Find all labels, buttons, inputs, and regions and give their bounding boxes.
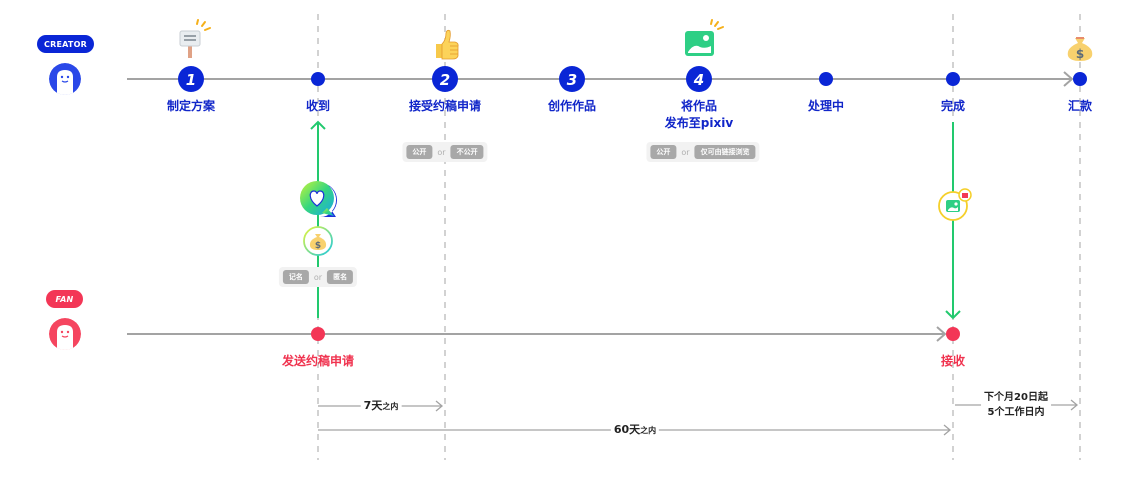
publish-visibility-options: 公开 or 仅可由链接浏览 — [646, 142, 760, 162]
sign-board-icon — [179, 19, 211, 58]
duration-7-days-main: 7天 — [363, 399, 383, 412]
step-label-create: 创作作品 — [547, 99, 597, 113]
svg-text:$: $ — [315, 241, 321, 251]
step-label-payout: 汇款 — [1067, 99, 1093, 113]
step-marker-payout — [1073, 72, 1087, 86]
heart-bubble-icon — [300, 181, 337, 217]
or-separator: or — [681, 147, 690, 157]
accept-visibility-options: 公开 or 不公开 — [402, 142, 488, 162]
option-anonymous: 匿名 — [327, 270, 354, 284]
duration-60-days-label: 60天之内 — [610, 422, 660, 438]
step-label-publish: 将作品 发布至pixiv — [665, 98, 733, 132]
step-number-1: 1 — [186, 71, 196, 89]
or-separator: or — [313, 272, 323, 282]
duration-payout-label: 下个月20日起 5个工作日内 — [981, 390, 1051, 420]
image-icon — [685, 19, 724, 56]
payment-ring-icon: $ — [303, 226, 333, 256]
duration-7-days-suffix: 之内 — [382, 402, 399, 411]
duration-payout-line2: 5个工作日内 — [987, 407, 1045, 418]
creator-step-markers — [178, 66, 1087, 92]
fan-avatar-icon — [49, 318, 81, 350]
duration-7-arrowhead — [435, 400, 444, 412]
option-private: 不公开 — [450, 145, 484, 159]
fan-timeline-arrowhead — [936, 326, 947, 342]
step-label-receive: 收到 — [305, 99, 331, 113]
money-bag-icon: $ — [1067, 37, 1093, 61]
step-marker-2 — [432, 66, 458, 92]
step-marker-1 — [178, 66, 204, 92]
option-public: 公开 — [650, 145, 677, 159]
thumbs-up-icon — [436, 29, 459, 60]
step-number-4: 4 — [693, 71, 704, 89]
creator-avatar — [49, 63, 81, 95]
step-marker-complete — [946, 72, 960, 86]
creator-timeline-arrowhead — [1063, 71, 1074, 87]
step-label-publish-line1: 将作品 — [680, 99, 718, 113]
fan-badge: FAN — [46, 290, 83, 308]
fan-marker-send — [311, 327, 325, 341]
option-named: 记名 — [282, 270, 309, 284]
option-public: 公开 — [406, 145, 433, 159]
fan-label-send-request: 发送约稿申请 — [281, 354, 355, 368]
delivery-flow-arrowhead — [945, 310, 961, 320]
fan-marker-receive — [946, 327, 960, 341]
step-marker-processing — [819, 72, 833, 86]
step-label-publish-line2: 发布至pixiv — [664, 116, 734, 130]
step-label-processing: 处理中 — [807, 99, 845, 113]
duration-60-days-main: 60天 — [613, 423, 641, 436]
step-marker-4 — [686, 66, 712, 92]
request-flow-arrowhead — [310, 120, 326, 130]
step-number-3: 3 — [567, 71, 577, 89]
duration-60-arrowhead — [943, 424, 952, 436]
step-label-complete: 完成 — [940, 99, 966, 113]
delivered-artwork-icon — [938, 188, 972, 221]
creator-badge: CREATOR — [37, 35, 94, 53]
step-label-plan: 制定方案 — [166, 99, 216, 113]
step-marker-receive — [311, 72, 325, 86]
step-label-accept: 接受约稿申请 — [408, 99, 482, 113]
creator-avatar-icon — [49, 63, 81, 95]
fan-label-receive: 接收 — [940, 354, 966, 368]
request-name-options: 记名 or 匿名 — [278, 267, 358, 287]
duration-payout-line1: 下个月20日起 — [984, 392, 1048, 403]
step-number-2: 2 — [440, 71, 450, 89]
duration-payout-arrowhead — [1070, 399, 1079, 411]
fan-avatar — [49, 318, 81, 350]
step-marker-3 — [559, 66, 585, 92]
or-separator: or — [437, 147, 446, 157]
option-link-only: 仅可由链接浏览 — [694, 145, 756, 159]
svg-text:$: $ — [1076, 47, 1084, 61]
duration-60-days-suffix: 之内 — [640, 426, 657, 435]
duration-7-days-label: 7天之内 — [360, 398, 402, 414]
